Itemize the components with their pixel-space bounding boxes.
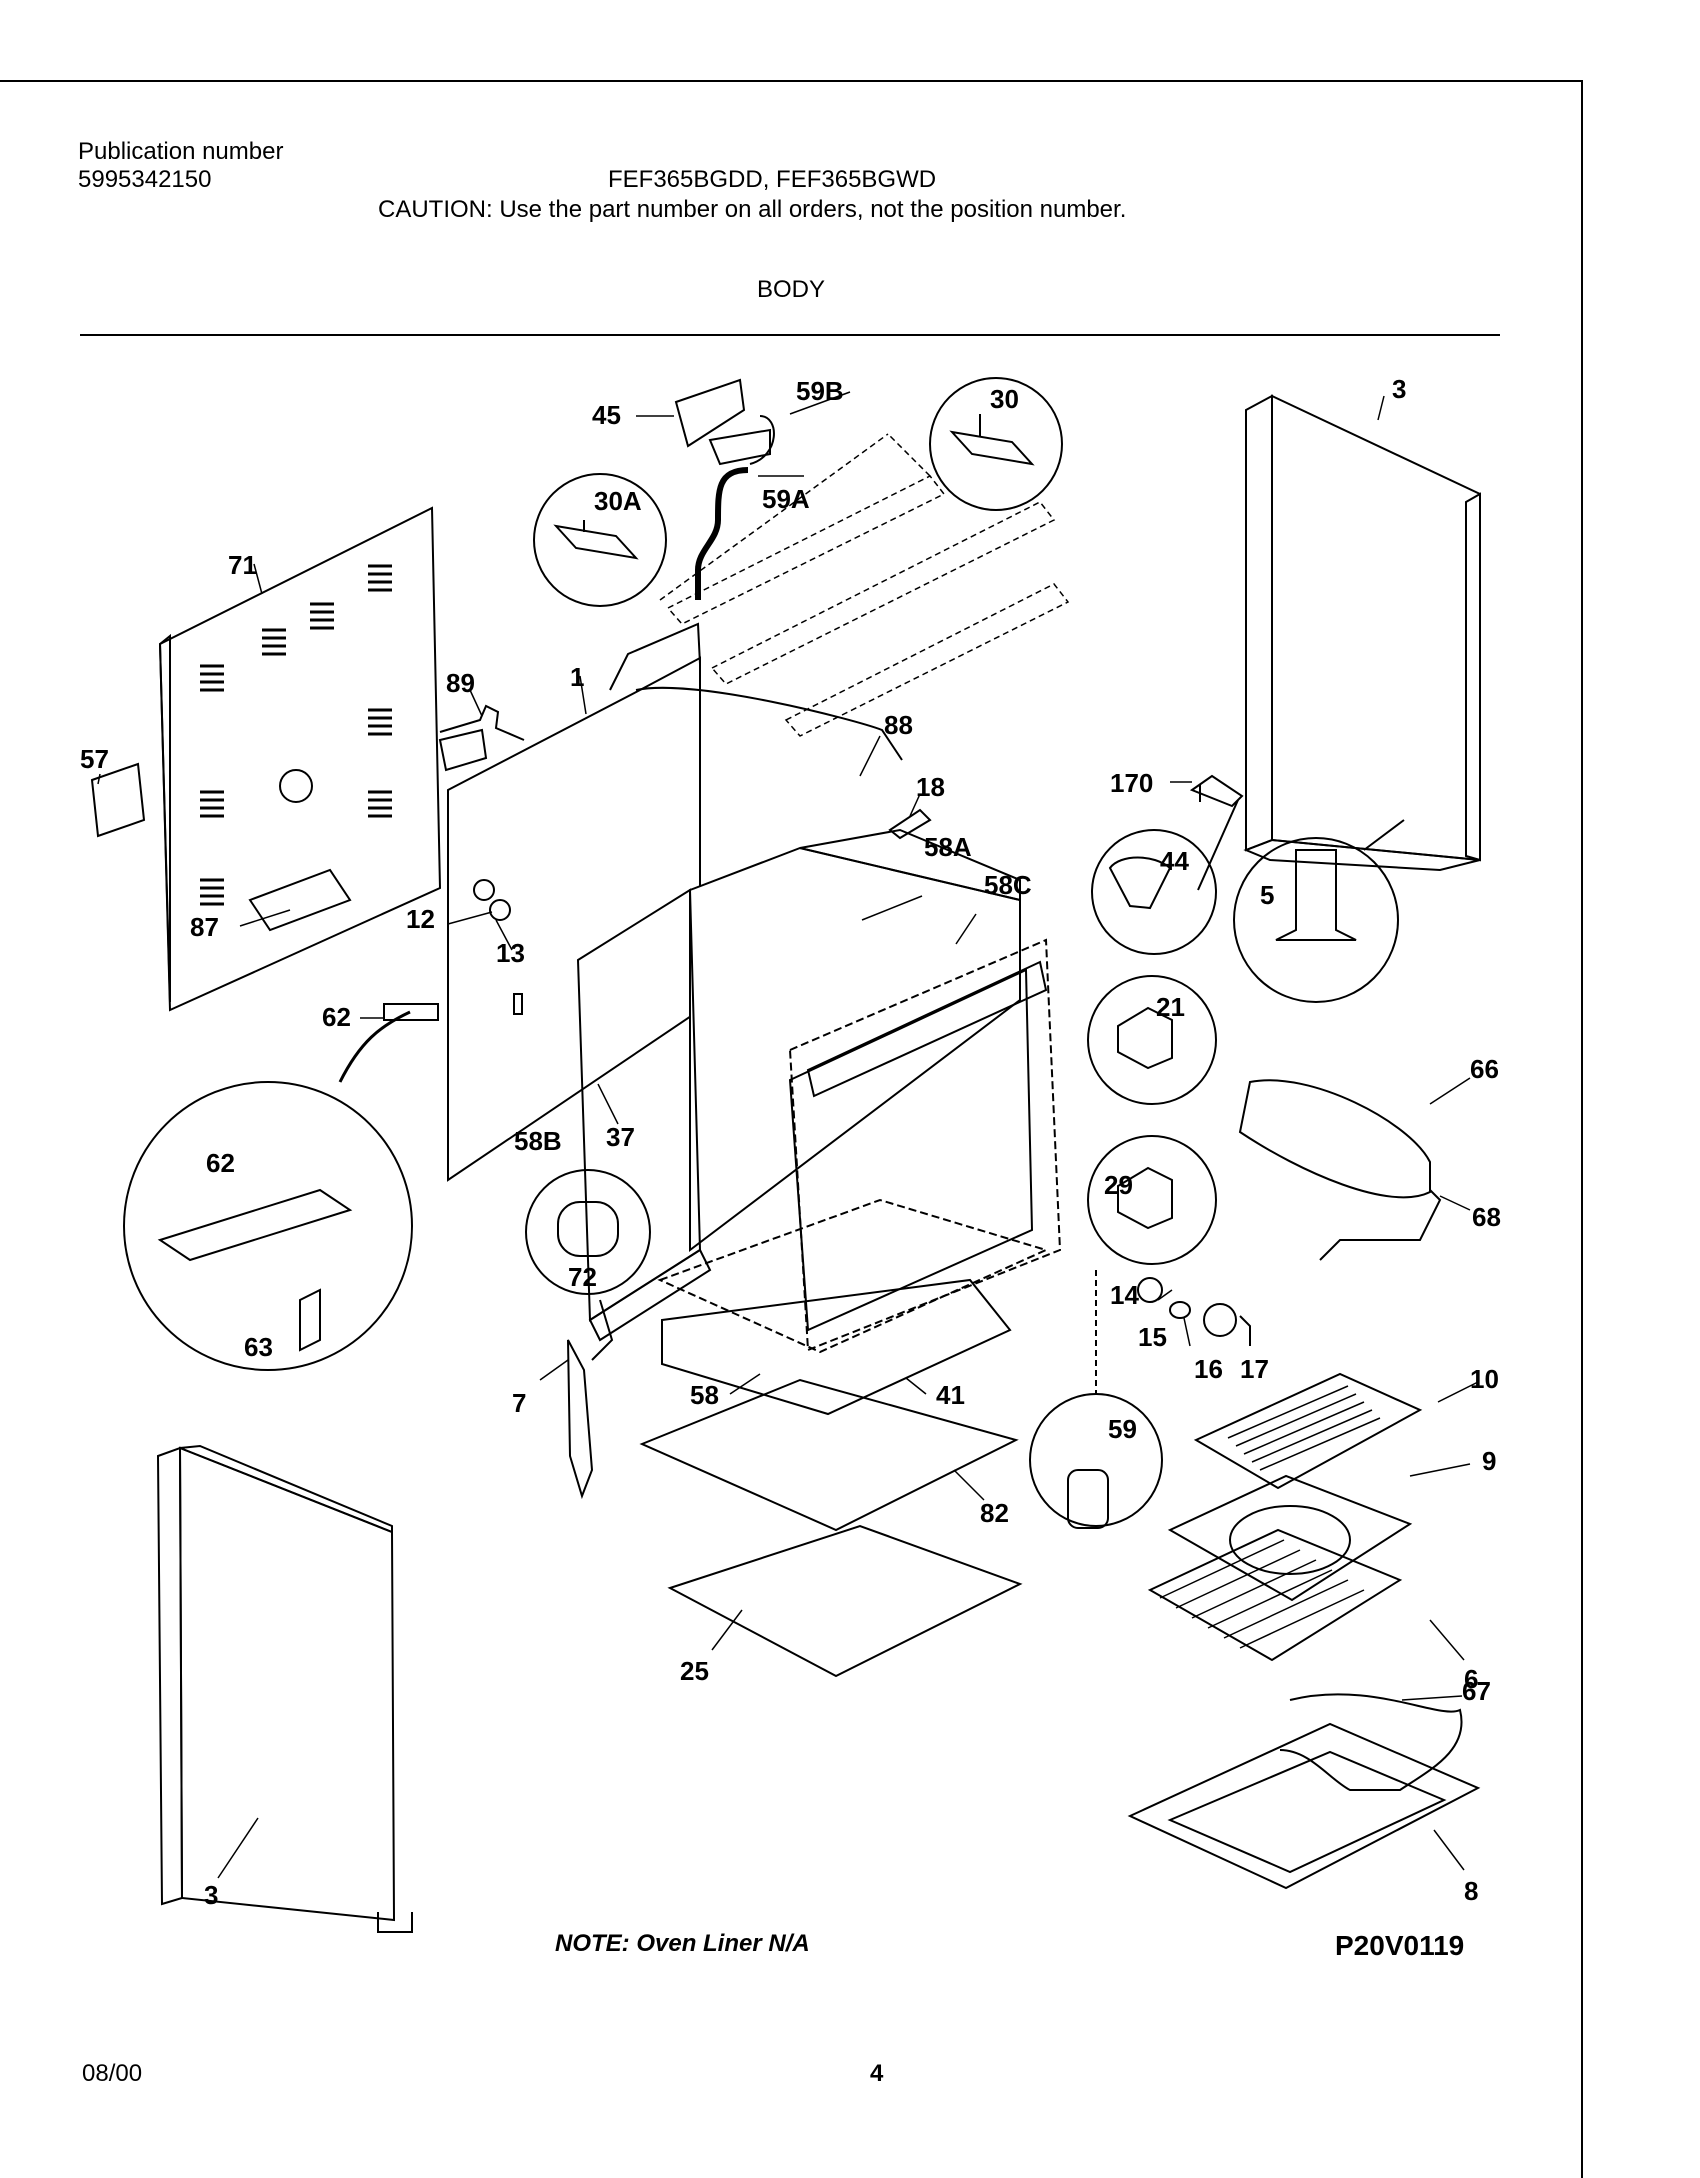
- callout-59: 59: [1108, 1414, 1137, 1444]
- callout-58a: 58A: [924, 832, 972, 862]
- callout-72: 72: [568, 1262, 597, 1292]
- oven-rack-6: [1147, 1528, 1403, 1662]
- bracket-89: [439, 704, 525, 741]
- lens-16: [1203, 1303, 1237, 1337]
- oven-bottom-8: [1127, 1722, 1481, 1890]
- callout-15: 15: [1138, 1322, 1167, 1352]
- control-panel: [438, 622, 701, 1182]
- callout-8: 8: [1464, 1876, 1478, 1906]
- bake-element-67: [1279, 1693, 1463, 1791]
- detail-circle-5: [1233, 837, 1399, 1003]
- callout-87: 87: [190, 912, 219, 942]
- callout-82: 82: [980, 1498, 1009, 1528]
- callout-30: 30: [990, 384, 1019, 414]
- callout-58b: 58B: [514, 1126, 562, 1156]
- callout-3-bottom: 3: [204, 1880, 218, 1910]
- callout-14: 14: [1110, 1280, 1139, 1310]
- callout-10: 10: [1470, 1364, 1499, 1394]
- callout-5: 5: [1260, 880, 1274, 910]
- clip-17: [1239, 1315, 1251, 1346]
- top-rails: [659, 433, 1070, 737]
- broil-pan-9: [1167, 1474, 1413, 1602]
- broil-grid-10: [1193, 1372, 1423, 1490]
- callout-3-top: 3: [1392, 374, 1406, 404]
- publication-date: 08/00: [82, 2060, 143, 2087]
- socket-14: [1137, 1277, 1163, 1303]
- callout-62-top: 62: [322, 1002, 351, 1032]
- callout-67: 67: [1462, 1676, 1491, 1706]
- detail-circle-62: [123, 1081, 413, 1371]
- callout-30a: 30A: [594, 486, 642, 516]
- footer-note: NOTE: Oven Liner N/A: [555, 1930, 810, 1957]
- callout-16: 16: [1194, 1354, 1223, 1384]
- caution-note: CAUTION: Use the part number on all orde…: [378, 196, 1127, 223]
- detail-circle-30a: [533, 473, 667, 607]
- callout-88: 88: [884, 710, 913, 740]
- leader-lines: [97, 391, 1479, 1879]
- side-panel-right: [1243, 394, 1481, 872]
- detail-circle-29: [1087, 1135, 1217, 1265]
- detail-circle-30: [929, 377, 1063, 511]
- plate-57: [90, 762, 146, 838]
- callout-63: 63: [244, 1332, 273, 1362]
- callout-57: 57: [80, 744, 109, 774]
- callout-58c: 58C: [984, 870, 1032, 900]
- wire-88: [635, 686, 903, 761]
- insulation-58: [661, 1278, 1012, 1416]
- callout-1: 1: [570, 662, 584, 692]
- callout-66: 66: [1470, 1054, 1499, 1084]
- hinge-7: [567, 1299, 614, 1500]
- callout-71: 71: [228, 550, 257, 580]
- bottom-plate-82: [639, 1378, 1019, 1532]
- callout-41: 41: [936, 1380, 965, 1410]
- drawer-bottom-25: [667, 1524, 1023, 1678]
- callout-18: 18: [916, 772, 945, 802]
- diagram-code: P20V0119: [1335, 1930, 1465, 1961]
- callout-labels: 3 59B 30 45 30A 59A 71 89 1 88 57 18 170…: [80, 374, 1501, 1910]
- callout-44: 44: [1160, 846, 1189, 876]
- bracket-170: [1189, 774, 1244, 808]
- callout-59a: 59A: [762, 484, 810, 514]
- callout-25: 25: [680, 1656, 709, 1686]
- page-number: 4: [870, 2060, 884, 2087]
- clip-18: [888, 808, 932, 840]
- wire-68: [1319, 1189, 1442, 1261]
- callout-21: 21: [1156, 992, 1185, 1022]
- callout-170: 170: [1110, 768, 1153, 798]
- callout-37: 37: [606, 1122, 635, 1152]
- section-title: BODY: [757, 276, 826, 303]
- detail-circle-44: [1091, 829, 1217, 955]
- callout-45: 45: [592, 400, 621, 430]
- element-66: [1238, 1079, 1431, 1199]
- callout-12: 12: [406, 904, 435, 934]
- detail-circle-72: [525, 1169, 651, 1295]
- side-panel-left: [156, 1444, 413, 1933]
- callout-68: 68: [1472, 1202, 1501, 1232]
- terminal-block-62: [383, 1003, 439, 1021]
- callout-6: 6: [1464, 1664, 1478, 1694]
- vent-duct: [674, 378, 775, 600]
- header-divider: [80, 334, 1500, 336]
- callout-59b: 59B: [796, 376, 844, 406]
- publication-number: 5995342150: [78, 166, 212, 193]
- callout-62-detail: 62: [206, 1148, 235, 1178]
- model-numbers: FEF365BGDD, FEF365BGWD: [608, 166, 937, 193]
- oven-cavity: [576, 828, 1062, 1354]
- page-border-top: [0, 80, 1582, 82]
- back-panel: [158, 506, 442, 1012]
- callout-17: 17: [1240, 1354, 1269, 1384]
- callout-29: 29: [1104, 1170, 1133, 1200]
- callout-7: 7: [512, 1388, 526, 1418]
- detail-circle-59: [1029, 1393, 1163, 1529]
- bulb-15: [1169, 1301, 1191, 1319]
- callout-58: 58: [690, 1380, 719, 1410]
- publication-label: Publication number: [78, 138, 284, 165]
- detail-circle-21: [1087, 975, 1217, 1105]
- callout-9: 9: [1482, 1446, 1496, 1476]
- callout-13: 13: [496, 938, 525, 968]
- page-border-right: [1581, 80, 1583, 2178]
- callout-89: 89: [446, 668, 475, 698]
